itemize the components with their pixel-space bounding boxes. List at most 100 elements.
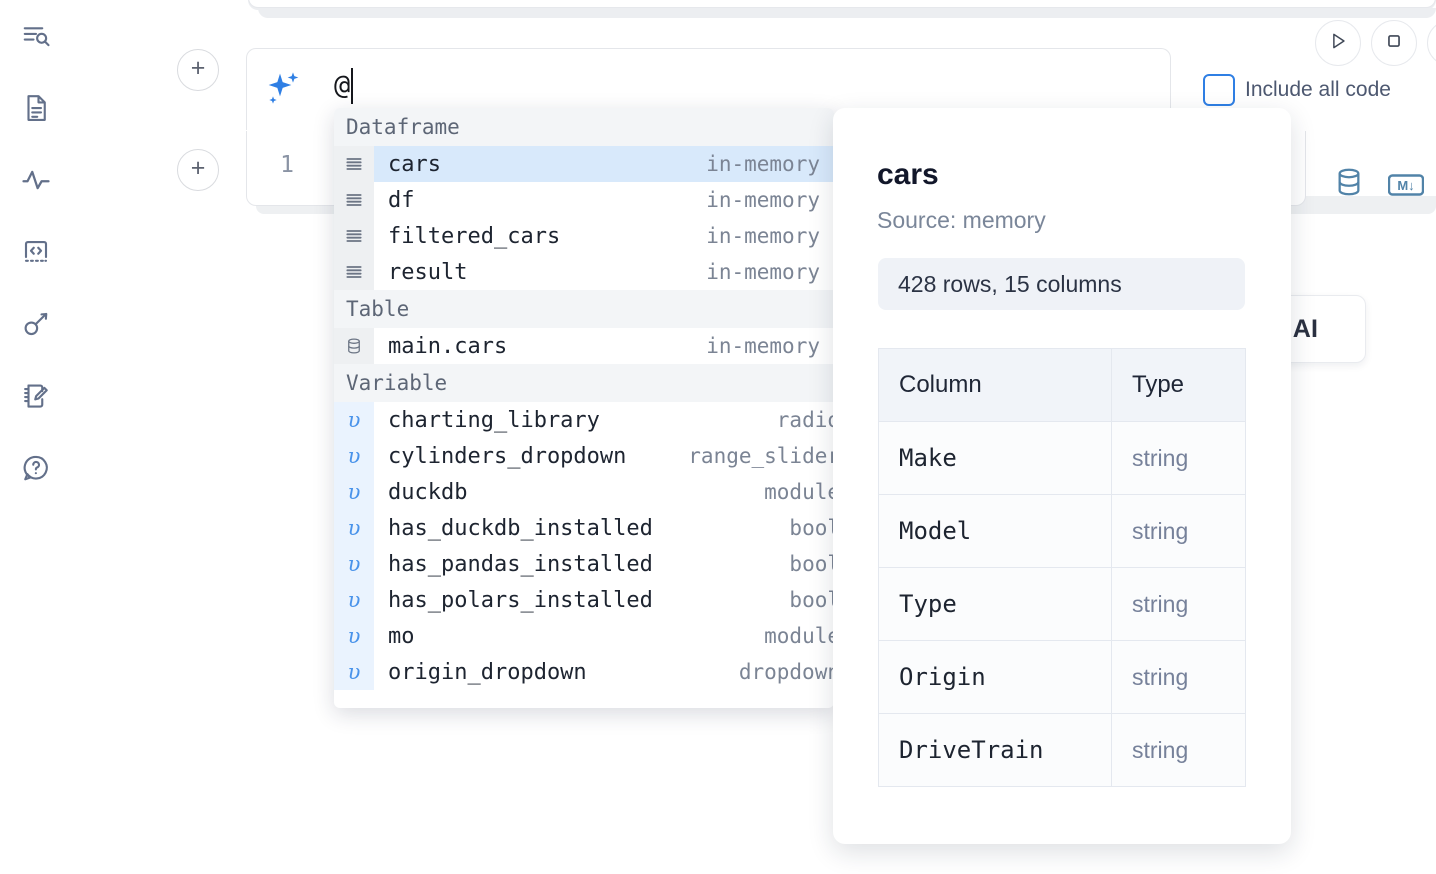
table-header-row: Column Type	[878, 348, 1246, 422]
database-icon	[334, 328, 374, 364]
variable-icon: υ	[334, 402, 374, 438]
ai-sparkle-icon	[264, 68, 304, 112]
markdown-icon: M↓	[1388, 173, 1424, 197]
completion-section-header: Variable	[334, 364, 834, 402]
completion-option-body: has_duckdb_installed bool	[374, 510, 834, 546]
activity-icon	[21, 165, 51, 195]
dataframe-icon	[334, 182, 374, 218]
dataframe-icon	[334, 146, 374, 182]
sidebar-item-code-snippet[interactable]	[14, 230, 58, 274]
completion-option-meta: bool	[789, 552, 834, 576]
completion-section-header: Dataframe	[334, 108, 834, 146]
add-cell-button-top[interactable]: +	[177, 49, 219, 91]
sidebar-item-secrets[interactable]	[14, 302, 58, 346]
include-all-code-label: Include all code	[1245, 78, 1391, 101]
completion-option-name: has_duckdb_installed	[388, 515, 653, 541]
completion-option-name: cars	[388, 151, 441, 177]
completion-option-name: has_polars_installed	[388, 587, 653, 613]
completion-option[interactable]: υ charting_library radio	[334, 402, 834, 438]
run-cell-button[interactable]	[1315, 20, 1361, 66]
completion-option-name: mo	[388, 623, 415, 649]
stop-square-icon	[1383, 30, 1405, 57]
schema-column-name: Make	[878, 421, 1112, 495]
sidebar-item-scratchpad[interactable]	[14, 374, 58, 418]
completion-option-meta: in-memory	[706, 334, 820, 358]
previous-cell-shadow	[258, 8, 1436, 18]
completion-option-meta: bool	[789, 516, 834, 540]
sidebar-rail	[0, 0, 72, 874]
dataframe-preview-card: cars Source: memory 428 rows, 15 columns…	[833, 108, 1291, 844]
stop-cell-button[interactable]	[1371, 20, 1417, 66]
column-header-type: Type	[1111, 348, 1246, 422]
previous-cell	[248, 0, 1436, 8]
completion-option-body: filtered_cars in-memory	[374, 218, 834, 254]
completion-option-name: filtered_cars	[388, 223, 561, 249]
text-caret	[351, 68, 353, 104]
sql-cell-button[interactable]	[1333, 166, 1365, 198]
play-icon	[1327, 30, 1349, 57]
completion-option-name: charting_library	[388, 407, 600, 433]
document-icon	[21, 93, 51, 123]
schema-column-type: string	[1111, 640, 1246, 714]
column-header-column: Column	[878, 348, 1112, 422]
completion-option-name: df	[388, 187, 415, 213]
completion-option[interactable]: υ has_pandas_installed bool	[334, 546, 834, 582]
completion-option-body: has_polars_installed bool	[374, 582, 834, 618]
preview-title: cars	[877, 158, 939, 191]
completion-option-meta: radio	[776, 408, 834, 432]
include-all-code-checkbox[interactable]	[1203, 74, 1235, 106]
completion-option-meta: bool	[789, 588, 834, 612]
completion-option-name: duckdb	[388, 479, 468, 505]
variable-icon: υ	[334, 474, 374, 510]
dataframe-icon	[334, 254, 374, 290]
add-cell-label-top: +	[190, 54, 206, 82]
more-actions-button[interactable]	[1427, 20, 1436, 66]
variable-icon: υ	[334, 654, 374, 690]
variable-icon: υ	[334, 618, 374, 654]
completion-option-name: main.cars	[388, 333, 508, 359]
include-all-code-row[interactable]: Include all code	[1203, 74, 1391, 106]
notebook-edit-icon	[21, 381, 51, 411]
completion-option-name: has_pandas_installed	[388, 551, 653, 577]
completion-option-body: main.cars in-memory	[374, 328, 834, 364]
sidebar-item-help[interactable]	[14, 446, 58, 490]
schema-column-name: Type	[878, 567, 1112, 641]
ai-prompt-input[interactable]: @	[334, 70, 351, 101]
completion-option-meta: in-memory	[706, 224, 820, 248]
completion-option[interactable]: cars in-memory	[334, 146, 834, 182]
markdown-cell-button[interactable]: M↓	[1388, 173, 1424, 197]
code-line-number: 1	[280, 152, 294, 178]
sidebar-item-document[interactable]	[14, 86, 58, 130]
completion-option-name: result	[388, 259, 468, 285]
add-cell-button-bottom[interactable]: +	[177, 149, 219, 191]
completion-section-header: Table	[334, 290, 834, 328]
add-cell-label-bottom: +	[190, 154, 206, 182]
completion-option[interactable]: filtered_cars in-memory	[334, 218, 834, 254]
sidebar-item-file-explorer-search[interactable]	[14, 15, 58, 59]
schema-column-name: DriveTrain	[878, 713, 1112, 787]
completion-option-meta: in-memory	[706, 152, 820, 176]
sidebar-item-activity[interactable]	[14, 158, 58, 202]
variable-icon: υ	[334, 546, 374, 582]
preview-shape-badge: 428 rows, 15 columns	[878, 258, 1245, 310]
schema-column-type: string	[1111, 713, 1246, 787]
completion-option[interactable]: main.cars in-memory	[334, 328, 834, 364]
